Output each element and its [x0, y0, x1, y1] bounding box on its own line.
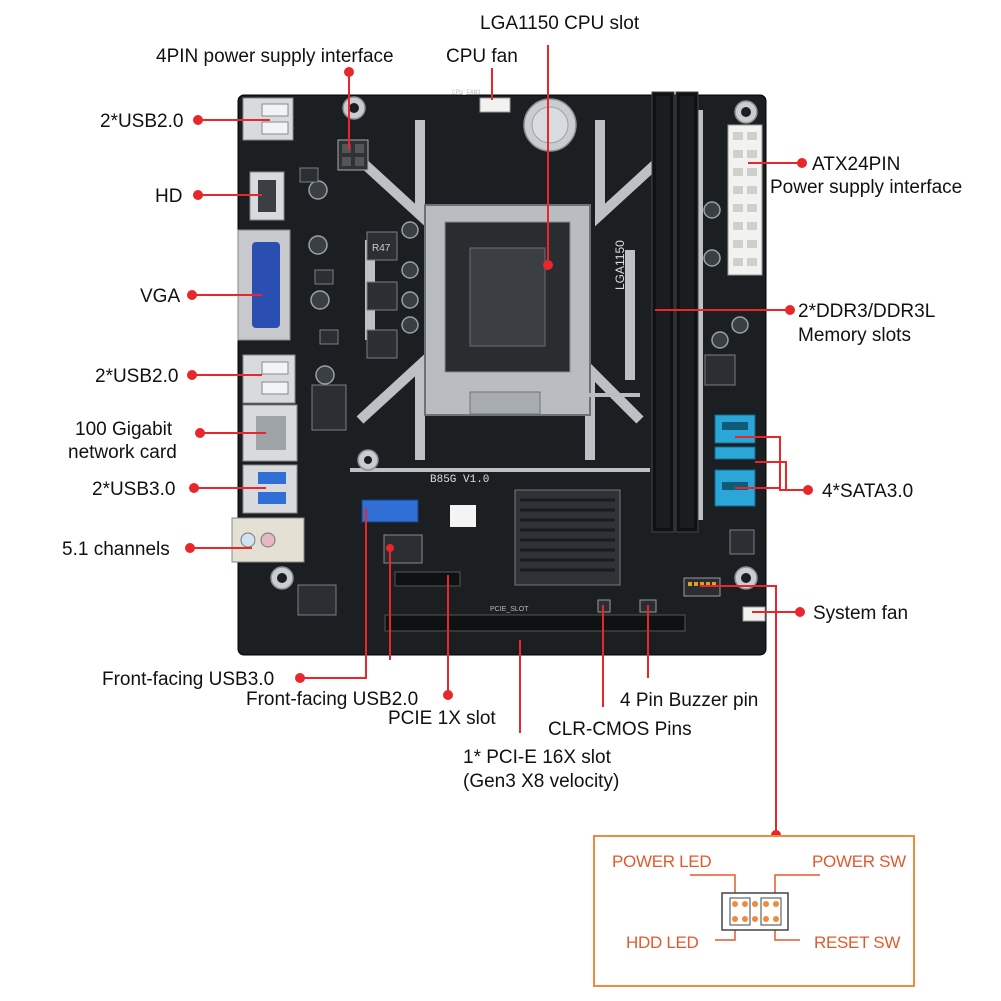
label-usb20-top: 2*USB2.0 [100, 111, 183, 132]
cpu-socket [424, 204, 640, 416]
chipset-heatsink: B85G V1.0 [430, 474, 621, 586]
label-pcie16x-line1: 1* PCI-E 16X slot [463, 747, 612, 768]
label-cpu-fan: CPU fan [446, 46, 518, 67]
vrm-area: R47 [299, 167, 419, 431]
vga-port [252, 242, 280, 328]
label-sata: 4*SATA3.0 [822, 481, 913, 502]
label-reset-sw: RESET SW [814, 933, 900, 952]
label-pcie1x: PCIE 1X slot [388, 708, 496, 729]
label-front-usb20: Front-facing USB2.0 [246, 689, 418, 710]
motherboard: CPU_FAN1 R47 [231, 89, 767, 656]
label-channels: 5.1 channels [62, 539, 170, 560]
cpu-fan-header [479, 97, 511, 113]
label-network-line1: 100 Gigabit [75, 419, 173, 440]
label-usb20-mid: 2*USB2.0 [95, 366, 178, 387]
choke-label: R47 [372, 243, 391, 254]
label-front-usb30: Front-facing USB3.0 [102, 669, 274, 690]
label-buzzer: 4 Pin Buzzer pin [620, 690, 758, 711]
label-system-fan: System fan [813, 603, 908, 624]
front-usb30-header [361, 499, 419, 523]
label-atx-line1: ATX24PIN [812, 154, 900, 175]
label-hd: HD [155, 186, 182, 207]
label-power-4pin: 4PIN power supply interface [156, 46, 394, 67]
label-cpu-slot: LGA1150 CPU slot [480, 13, 640, 34]
label-ddr-line1: 2*DDR3/DDR3L [798, 301, 935, 322]
label-vga: VGA [140, 286, 180, 307]
rear-io-ports [231, 97, 305, 563]
label-network-line2: network card [68, 442, 177, 463]
label-atx-line2: Power supply interface [770, 177, 962, 198]
pcie-slot-silk: PCIE_SLOT [490, 606, 529, 613]
label-ddr-line2: Memory slots [798, 325, 911, 346]
front-panel-pinout: POWER LED POWER SW HDD LED RESET SW [593, 835, 915, 987]
label-usb30: 2*USB3.0 [92, 479, 175, 500]
memory-slots: LGA1150 [613, 91, 699, 533]
leader-lines [185, 45, 813, 840]
label-pcie16x-line2: (Gen3 X8 velocity) [463, 771, 619, 792]
silkscreen-pattern [350, 110, 703, 520]
atx-24pin-connector [703, 124, 763, 386]
pcie-slots: PCIE_SLOT [384, 571, 686, 632]
label-power-sw: POWER SW [812, 852, 906, 871]
label-power-led: POWER LED [612, 852, 711, 871]
cpu-fan-silk: CPU_FAN1 [452, 89, 481, 96]
pcie-1x-slot [394, 571, 461, 587]
pinout-header [721, 892, 789, 931]
socket-silk: LGA1150 [613, 240, 627, 290]
board-model-silk: B85G V1.0 [430, 474, 489, 486]
pcie-16x-slot [384, 614, 686, 632]
label-clr-cmos: CLR-CMOS Pins [548, 719, 692, 740]
mounting-holes [270, 96, 758, 590]
label-hdd-led: HDD LED [626, 933, 699, 952]
callout-labels: LGA1150 CPU slot 4PIN power supply inter… [62, 13, 962, 792]
system-fan-header [742, 606, 766, 622]
